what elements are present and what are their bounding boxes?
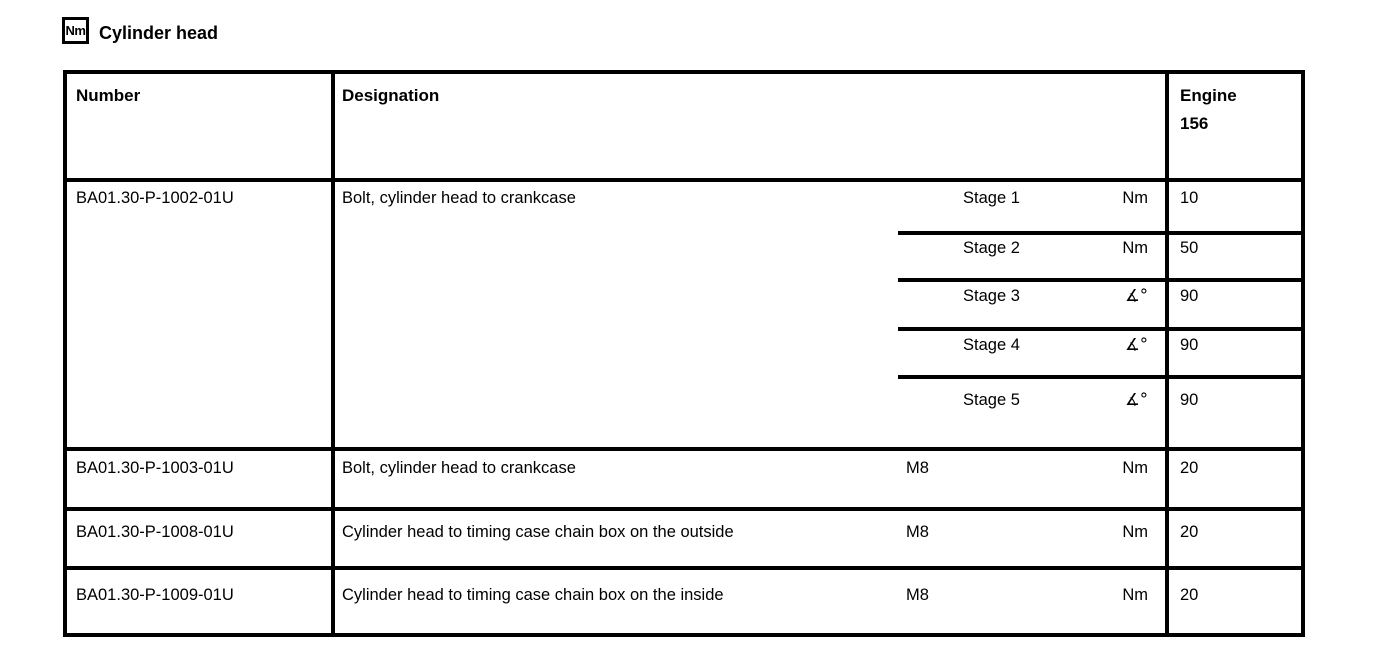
- row2-size: M8: [906, 459, 929, 477]
- row1-stage1-unit: Nm: [1122, 189, 1148, 207]
- row4-designation: Cylinder head to timing case chain box o…: [342, 586, 724, 604]
- row1-number: BA01.30-P-1002-01U: [76, 189, 234, 207]
- row-divider-3: [67, 566, 1301, 570]
- row3-designation: Cylinder head to timing case chain box o…: [342, 523, 734, 541]
- column-header-engine: Engine 156: [1180, 82, 1237, 138]
- column-divider-number-designation: [331, 74, 335, 633]
- engine-header-line1: Engine: [1180, 86, 1237, 105]
- row3-unit: Nm: [1122, 523, 1148, 541]
- row4-number: BA01.30-P-1009-01U: [76, 586, 234, 604]
- row1-designation: Bolt, cylinder head to crankcase: [342, 189, 576, 207]
- row1-stage1-label: Stage 1: [963, 189, 1020, 207]
- row1-stage4-value: 90: [1180, 336, 1199, 354]
- row1-stage3-value: 90: [1180, 287, 1199, 305]
- row4-size: M8: [906, 586, 929, 604]
- stage-divider-3: [898, 327, 1301, 331]
- row1-stage5-label: Stage 5: [963, 391, 1020, 409]
- header-row-divider: [67, 178, 1301, 182]
- row1-stage5-value: 90: [1180, 391, 1199, 409]
- stage-divider-1: [898, 231, 1301, 235]
- row3-value: 20: [1180, 523, 1199, 541]
- row2-number: BA01.30-P-1003-01U: [76, 459, 234, 477]
- row2-designation: Bolt, cylinder head to crankcase: [342, 459, 576, 477]
- row4-value: 20: [1180, 586, 1199, 604]
- row2-unit: Nm: [1122, 459, 1148, 477]
- row2-value: 20: [1180, 459, 1199, 477]
- row-divider-2: [67, 507, 1301, 511]
- row1-stage3-unit: ∡°: [1124, 286, 1148, 305]
- row1-stage4-unit: ∡°: [1124, 335, 1148, 354]
- row1-stage2-value: 50: [1180, 239, 1199, 257]
- stage-divider-2: [898, 278, 1301, 282]
- row1-stage4-label: Stage 4: [963, 336, 1020, 354]
- column-header-number: Number: [76, 86, 141, 105]
- row-divider-1: [67, 447, 1301, 451]
- row1-stage1-value: 10: [1180, 189, 1199, 207]
- row1-stage3-label: Stage 3: [963, 287, 1020, 305]
- document-title-row: Nm Cylinder head: [62, 17, 218, 44]
- page-title: Cylinder head: [99, 23, 219, 43]
- column-header-designation: Designation: [342, 86, 440, 105]
- row3-number: BA01.30-P-1008-01U: [76, 523, 234, 541]
- torque-nm-icon: Nm: [62, 17, 89, 44]
- row1-stage2-unit: Nm: [1122, 239, 1148, 257]
- row1-stage2-label: Stage 2: [963, 239, 1020, 257]
- column-divider-designation-engine: [1165, 74, 1169, 633]
- stage-divider-4: [898, 375, 1301, 379]
- row4-unit: Nm: [1122, 586, 1148, 604]
- engine-header-line2: 156: [1180, 114, 1209, 133]
- row3-size: M8: [906, 523, 929, 541]
- row1-stage5-unit: ∡°: [1124, 390, 1148, 409]
- torque-spec-table: Number Designation Engine 156 BA01.30-P-…: [63, 70, 1305, 637]
